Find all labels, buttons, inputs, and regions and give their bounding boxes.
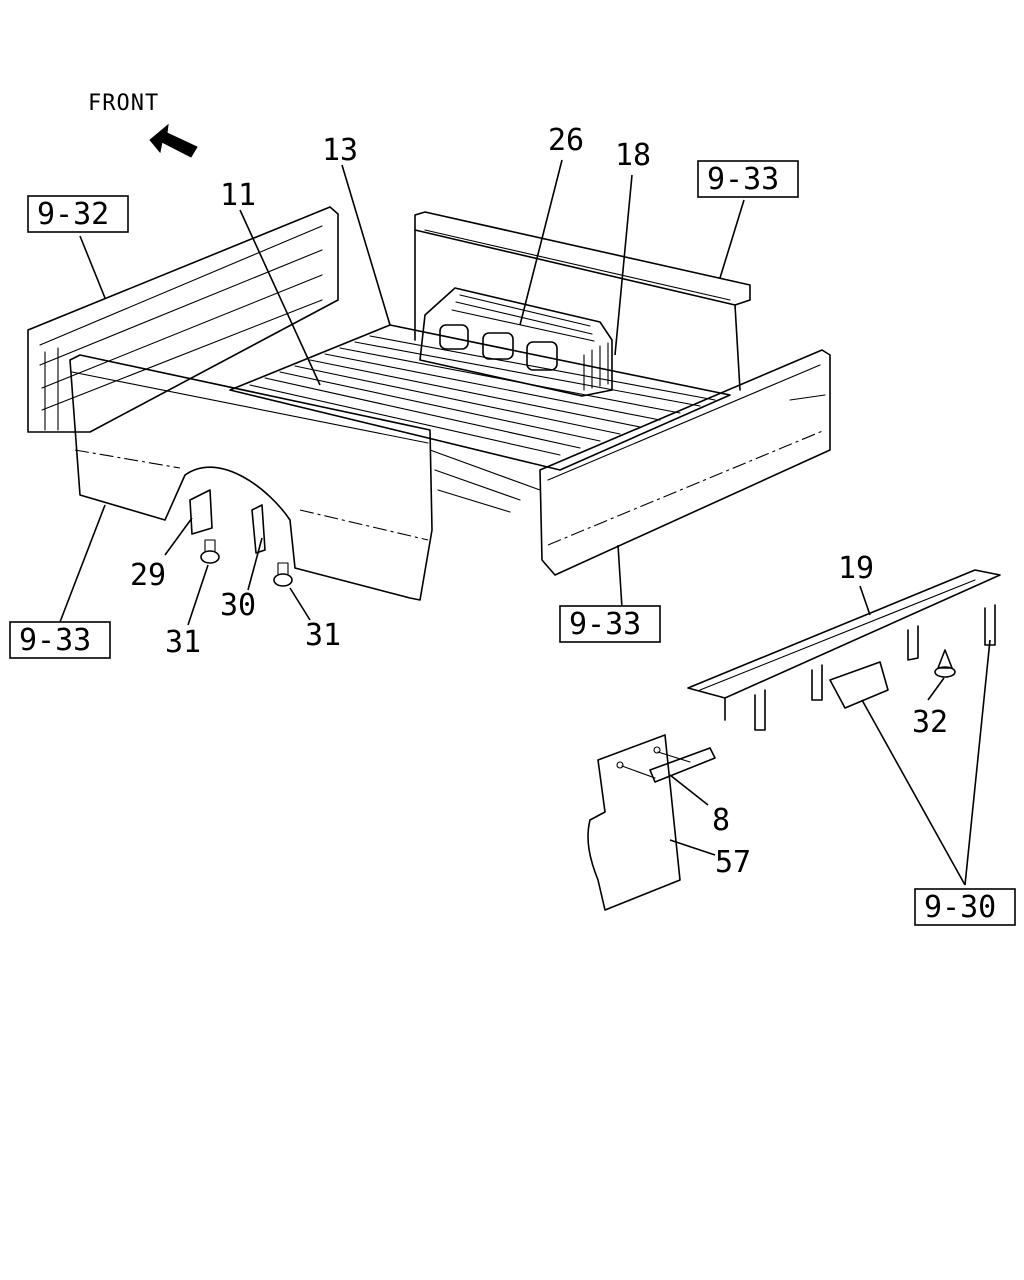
ref-box-9-33-top: 9-33 [697, 160, 799, 198]
bolt-31-left [200, 539, 220, 564]
callout-19: 19 [838, 551, 874, 586]
callout-13: 13 [322, 133, 358, 168]
left-side-panel [27, 206, 339, 433]
support-rail-19 [687, 569, 1001, 731]
bolt-31-right [273, 562, 293, 587]
bed-floor [229, 324, 731, 513]
front-label: FRONT [88, 91, 159, 116]
screw-32 [934, 649, 956, 678]
front-indicator: FRONT [88, 91, 198, 158]
callout-31-left: 31 [165, 625, 201, 660]
bracket-30 [251, 504, 266, 554]
ref-box-9-33-left: 9-33 [9, 621, 111, 659]
svg-text:9-33: 9-33 [19, 623, 91, 658]
ref-box-9-33-right: 9-33 [559, 605, 661, 643]
callout-11: 11 [220, 178, 256, 213]
svg-text:9-33: 9-33 [707, 162, 779, 197]
svg-text:9-33: 9-33 [569, 607, 641, 642]
bracket-8 [621, 747, 716, 783]
left-fender-panel [69, 354, 433, 601]
callout-32: 32 [912, 705, 948, 740]
svg-text:9-32: 9-32 [37, 197, 109, 232]
callout-57: 57 [715, 845, 751, 880]
ref-box-9-32: 9-32 [27, 195, 129, 233]
ref-box-9-30: 9-30 [914, 888, 1016, 926]
mud-flap-57 [587, 734, 681, 911]
bracket-29 [189, 489, 213, 535]
cab-guard [419, 287, 613, 397]
front-arrow-icon [149, 123, 198, 158]
right-side-panel [539, 349, 831, 576]
mount-plate [829, 661, 889, 709]
front-panel [414, 211, 751, 391]
callout-18: 18 [615, 138, 651, 173]
callout-8: 8 [712, 803, 730, 838]
callout-31-right: 31 [305, 618, 341, 653]
callout-30: 30 [220, 588, 256, 623]
callout-29: 29 [130, 558, 166, 593]
callout-26: 26 [548, 123, 584, 158]
leader-lines [59, 159, 991, 886]
svg-text:9-30: 9-30 [924, 890, 996, 925]
